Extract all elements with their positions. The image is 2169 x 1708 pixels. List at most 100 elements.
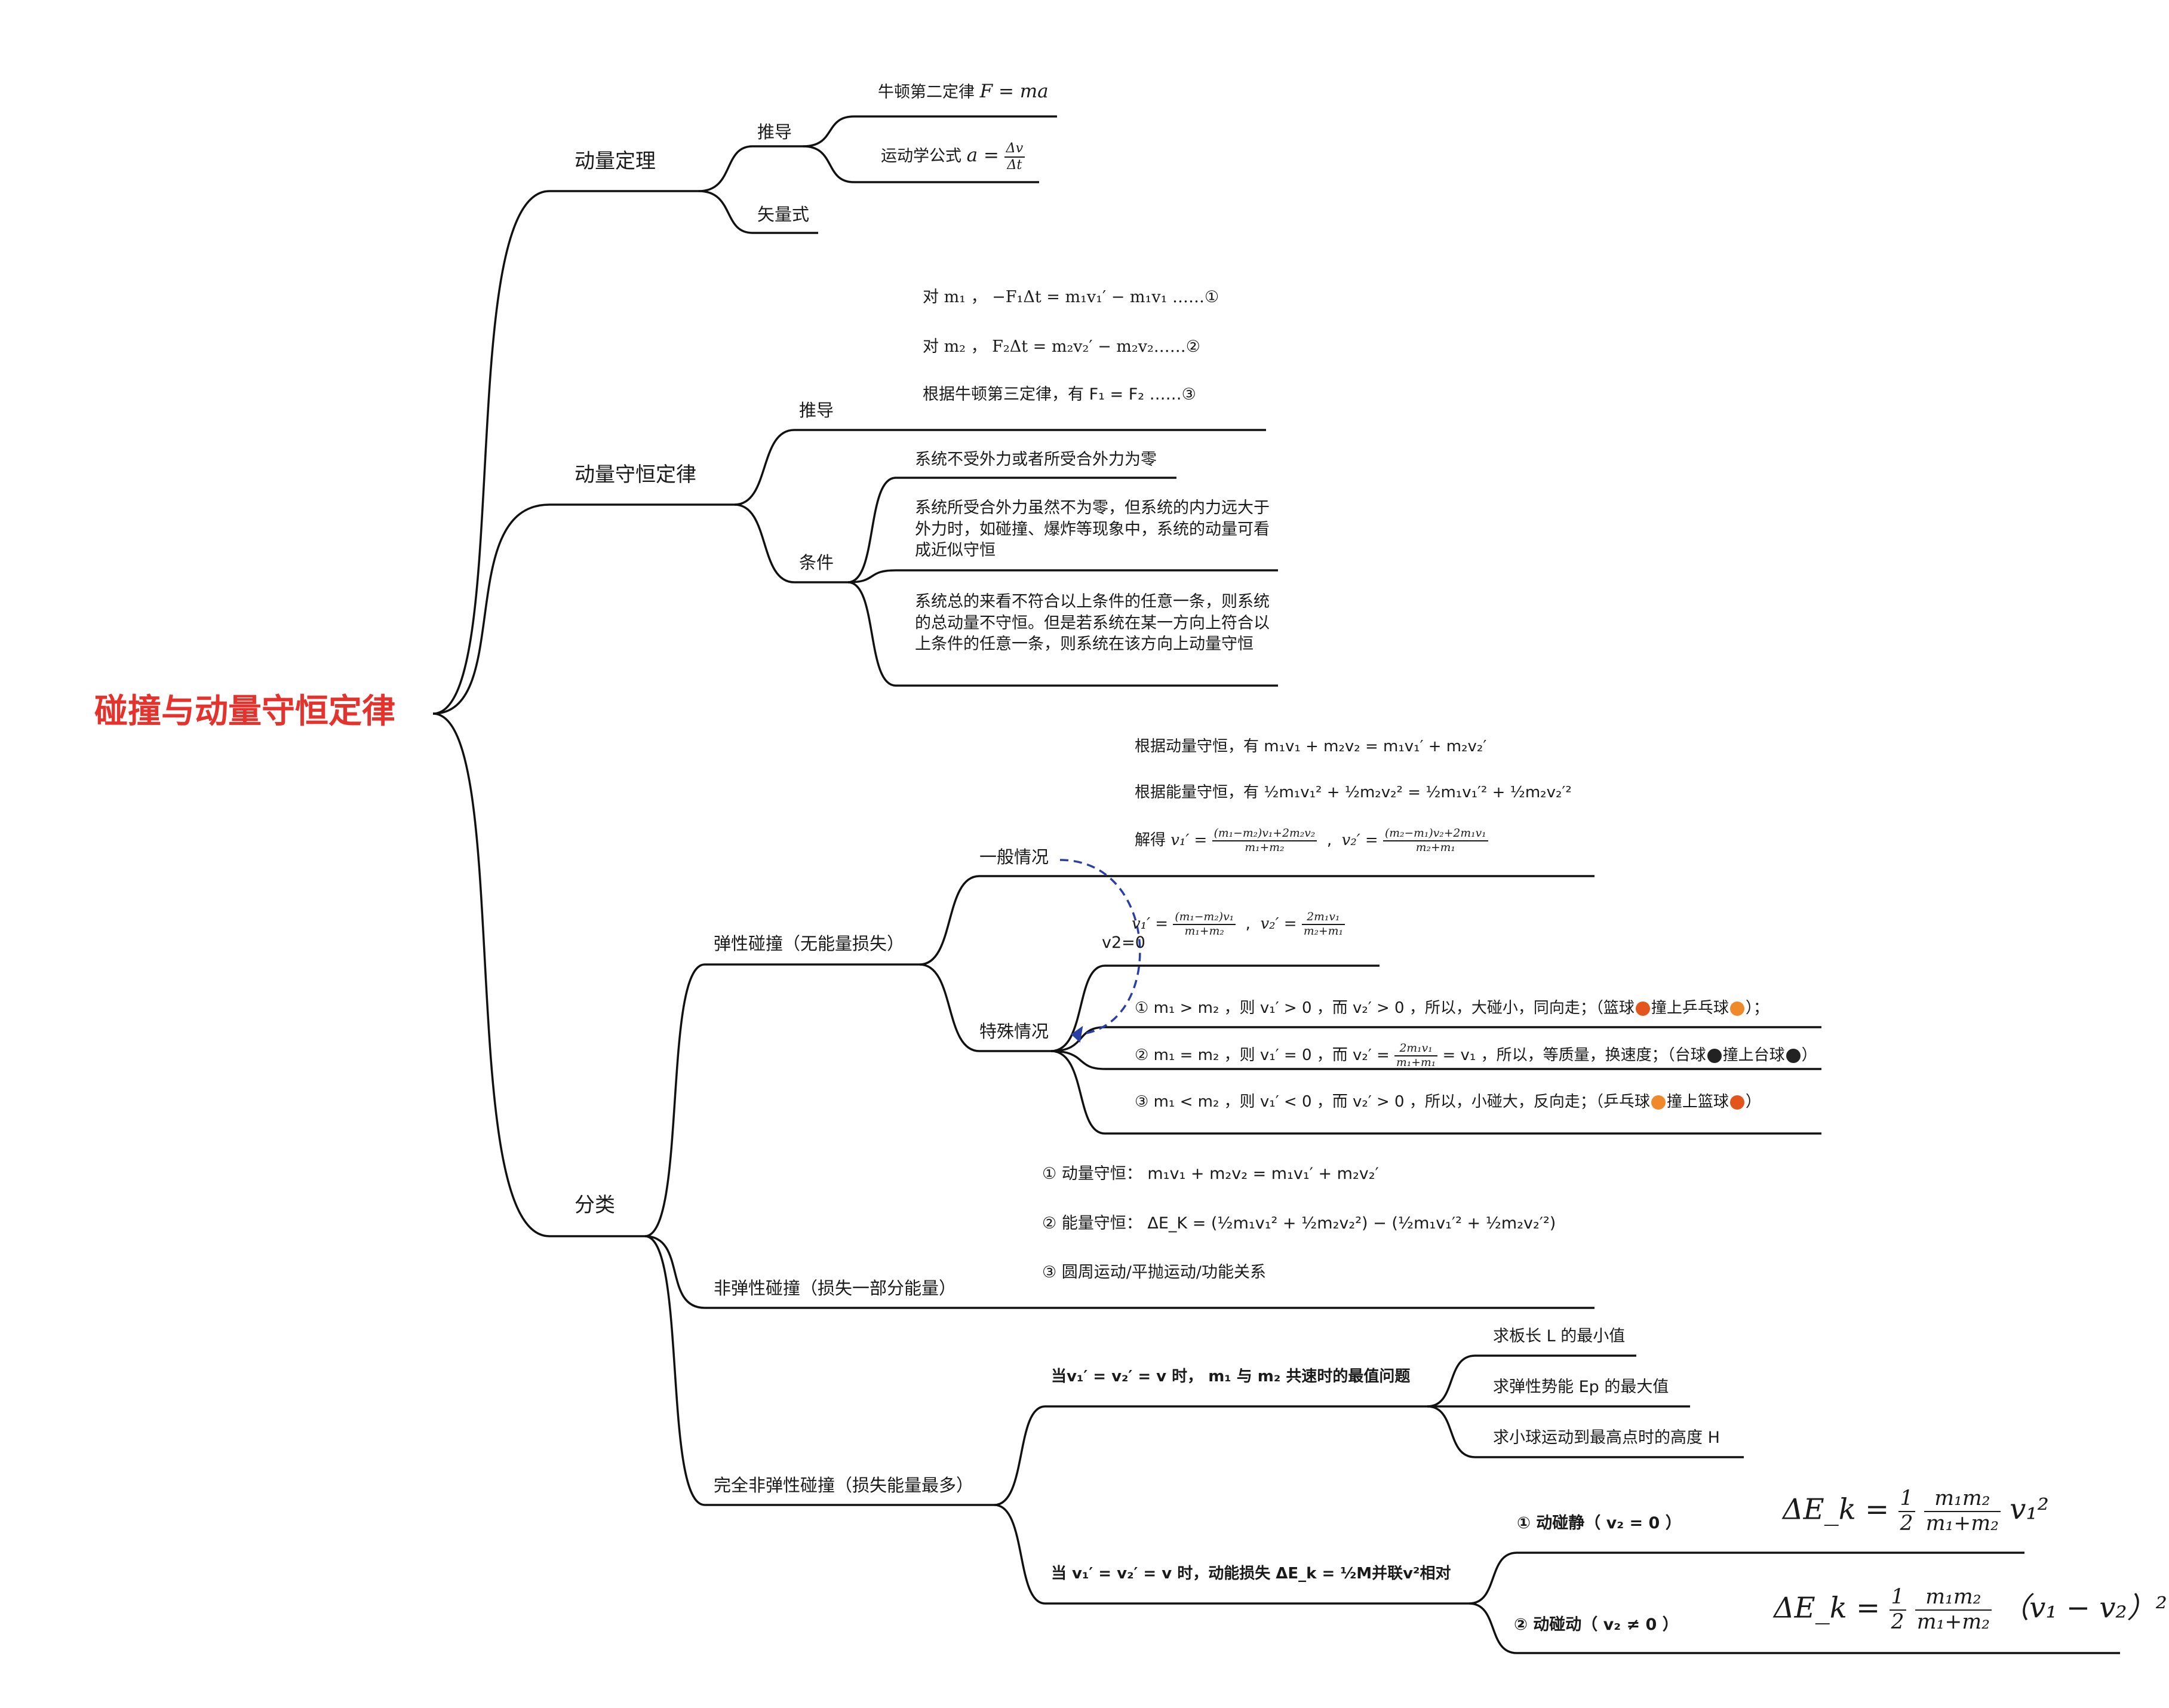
link-theorem-derive — [698, 145, 803, 192]
inelastic-2: ② 能量守恒： ΔE_K = (½m₁v₁² + ½m₂v₂²) − (½m₁v… — [1042, 1214, 1556, 1233]
perfect-static-formula: ΔE_k = 1 2 m₁m₂ m₁+m₂ v₁² — [1783, 1486, 2049, 1535]
node-kinematics: 运动学公式 a = Δv Δt — [881, 140, 1025, 173]
node-perfect-inelastic: 完全非弹性碰撞（损失能量最多） — [714, 1475, 974, 1495]
cons-condition-1: 系统不受外力或者所受合外力为零 — [915, 450, 1157, 469]
link-classify-perfect — [644, 1235, 994, 1506]
link-common-q3 — [1427, 1405, 1744, 1458]
link-theorem-vector — [698, 190, 818, 234]
s-v1-fraction: (m₁−m₂)v₁ m₁+m₂ — [1173, 911, 1236, 938]
case2-end: ） — [1801, 1046, 1817, 1065]
basketball-icon — [1635, 1001, 1650, 1016]
elastic-special-solution: v₁′ = (m₁−m₂)v₁ m₁+m₂ , v₂′ = 2m₁v₁ m₂+m… — [1132, 911, 1345, 938]
g3-v1-num: (m₁−m₂)v₁+2m₂v₂ — [1212, 827, 1317, 841]
static-half-den: 2 — [1900, 1511, 1913, 1535]
billiard-ball-icon — [1786, 1048, 1801, 1063]
node-classify: 分类 — [574, 1193, 615, 1217]
s-v1-den: m₁+m₂ — [1184, 924, 1224, 938]
cons-eq3: 根据牛顿第三定律，有 F₁ = F₂ ……③ — [923, 385, 1196, 404]
static-lhs: ΔE_k = — [1783, 1492, 1890, 1526]
link-loss-moving — [1468, 1602, 2120, 1654]
static-half: 1 2 — [1898, 1486, 1915, 1535]
newton2-formula: F = ma — [979, 81, 1049, 102]
kin-num: Δv — [1004, 140, 1025, 158]
link-elastic-special — [919, 963, 1051, 1052]
node-theorem-vector: 矢量式 — [757, 204, 810, 225]
static-fraction: m₁m₂ m₁+m₂ — [1924, 1486, 2001, 1535]
node-theorem-derive: 推导 — [757, 122, 792, 142]
case2-text-a: ② m₁ = m₂ ，则 v₁′ = 0 ，而 v₂′ = — [1135, 1046, 1390, 1065]
moving-half-num: 1 — [1889, 1585, 1906, 1611]
link-loss-static — [1468, 1552, 2024, 1605]
node-cons-condition: 条件 — [799, 552, 834, 573]
static-half-num: 1 — [1898, 1486, 1915, 1512]
pingpong-icon — [1651, 1095, 1666, 1110]
node-newton2: 牛顿第二定律 F = ma — [878, 81, 1049, 103]
g3-label: 解得 — [1135, 831, 1166, 850]
case2-mid: 撞上台球 — [1722, 1046, 1785, 1065]
perfect-common-velocity: 当v₁′ = v₂′ = v 时， m₁ 与 m₂ 共速时的最值问题 — [1051, 1368, 1411, 1386]
g3-v2-fraction: (m₂−m₁)v₂+2m₁v₁ m₂+m₁ — [1382, 827, 1488, 854]
inelastic-3: ③ 圆周运动/平抛运动/功能关系 — [1042, 1263, 1266, 1282]
node-momentum-theorem: 动量定理 — [574, 149, 656, 173]
static-den: m₁+m₂ — [1925, 1511, 1999, 1535]
moving-fraction: m₁m₂ m₁+m₂ — [1915, 1585, 1992, 1634]
static-rhs: v₁² — [2010, 1492, 2049, 1526]
node-conservation: 动量守恒定律 — [574, 463, 696, 487]
link-cons-derive — [734, 429, 1266, 506]
s-v1: v₁′ = — [1132, 915, 1169, 933]
g3-v2-num: (m₂−m₁)v₂+2m₁v₁ — [1382, 827, 1488, 841]
link-root-conservation — [432, 503, 735, 715]
moving-den: m₁+m₂ — [1916, 1609, 1990, 1634]
link-perfect-loss — [994, 1504, 1469, 1605]
perfect-moving: ② 动碰动（ v₂ ≠ 0 ） — [1514, 1615, 1679, 1634]
kin-lhs: a = — [966, 145, 999, 167]
moving-half-den: 2 — [1891, 1609, 1904, 1634]
case2-den: m₁+m₁ — [1396, 1056, 1436, 1069]
link-elastic-general — [919, 875, 1595, 966]
perfect-static: ① 动碰静（ v₂ = 0 ） — [1517, 1514, 1682, 1532]
g3-v2: v₂′ = — [1341, 831, 1378, 850]
elastic-g1: 根据动量守恒，有 m₁v₁ + m₂v₂ = m₁v₁′ + m₂v₂′ — [1135, 738, 1487, 755]
perfect-energy-loss: 当 v₁′ = v₂′ = v 时，动能损失 ΔE_k = ½M并联v²相对 — [1051, 1565, 1451, 1583]
kin-label: 运动学公式 — [881, 147, 961, 166]
inelastic-1: ① 动量守恒： m₁v₁ + m₂v₂ = m₁v₁′ + m₂v₂′ — [1042, 1165, 1379, 1183]
link-common-q1 — [1427, 1354, 1636, 1408]
node-elastic: 弹性碰撞（无能量损失） — [714, 933, 905, 954]
v2zero-label: v2=0 — [1102, 933, 1145, 952]
link-classify-inelastic — [644, 1235, 1595, 1309]
node-inelastic: 非弹性碰撞（损失一部分能量） — [714, 1278, 957, 1298]
billiard-ball-icon — [1707, 1048, 1722, 1063]
elastic-g3: 解得 v₁′ = (m₁−m₂)v₁+2m₂v₂ m₁+m₂ , v₂′ = (… — [1135, 827, 1488, 854]
elastic-g2: 根据能量守恒，有 ½m₁v₁² + ½m₂v₂² = ½m₁v₁′² + ½m₂… — [1135, 784, 1572, 801]
kin-fraction: Δv Δt — [1004, 140, 1025, 173]
perfect-q3: 求小球运动到最高点时的高度 H — [1493, 1429, 1720, 1447]
link-special-c2 — [1050, 1050, 1821, 1070]
cons-condition-3: 系统总的来看不符合以上条件的任意一条，则系统的总动量不守恒。但是若系统在某一方向… — [915, 592, 1270, 654]
link-classify-elastic — [644, 963, 920, 1237]
link-cons-cond — [734, 503, 848, 583]
link-root-classify — [432, 712, 645, 1237]
newton2-label: 牛顿第二定律 — [878, 83, 975, 102]
link-perfect-common — [994, 1405, 1427, 1506]
s-v2-fraction: 2m₁v₁ m₂+m₁ — [1301, 911, 1345, 938]
case1-mid: 撞上乒乓球 — [1651, 999, 1729, 1017]
v2zero-dashed-arrow — [1059, 859, 1141, 1036]
cons-condition-2: 系统所受合外力虽然不为零，但系统的内力远大于外力时，如碰撞、爆炸等现象中，系统的… — [915, 499, 1270, 560]
link-special-c3 — [1050, 1050, 1821, 1135]
link-cond-c1 — [847, 477, 1176, 583]
perfect-q2: 求弹性势能 Ep 的最大值 — [1493, 1378, 1669, 1396]
link-root-theorem — [432, 190, 699, 715]
case2-num: 2m₁v₁ — [1394, 1042, 1438, 1056]
moving-rhs: （v₁ − v₂）² — [2001, 1591, 2167, 1625]
node-elastic-special: 特殊情况 — [979, 1021, 1049, 1042]
case2-fraction: 2m₁v₁ m₁+m₁ — [1394, 1042, 1438, 1069]
moving-num: m₁m₂ — [1915, 1585, 1992, 1611]
link-special-v2zero — [1050, 964, 1380, 1052]
link-derive-newton2 — [803, 115, 1057, 148]
link-derive-kin — [803, 145, 1039, 183]
perfect-q1: 求板长 L 的最小值 — [1493, 1327, 1626, 1345]
s-v2-num: 2m₁v₁ — [1301, 911, 1345, 925]
case1-end: ）； — [1745, 999, 1769, 1017]
moving-half: 1 2 — [1889, 1585, 1906, 1634]
